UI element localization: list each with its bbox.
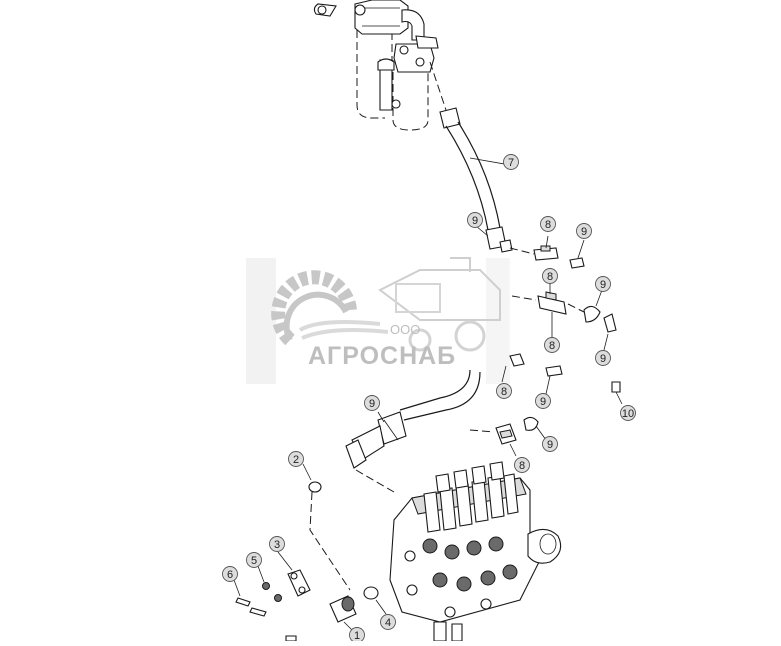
callout-6: 6 bbox=[222, 566, 238, 582]
callout-balloon bbox=[380, 614, 396, 630]
callout-label: 8 bbox=[519, 460, 525, 472]
callout-8: 8 bbox=[540, 216, 556, 232]
callout-balloon bbox=[620, 405, 636, 421]
callout-layer: 7 9 8 9 8 9 8 9 8 9 10 9 2 8 9 3 5 6 4 1 bbox=[222, 154, 636, 643]
callout-8: 8 bbox=[544, 337, 560, 353]
callout-balloon bbox=[540, 216, 556, 232]
callout-9: 9 bbox=[595, 350, 611, 366]
clamp-group-middle bbox=[511, 282, 617, 351]
callout-label: 8 bbox=[545, 219, 551, 231]
callout-9: 9 bbox=[595, 276, 611, 292]
callout-10: 10 bbox=[620, 405, 636, 421]
callout-balloon bbox=[269, 536, 285, 552]
callout-label: 5 bbox=[251, 555, 257, 567]
callout-balloon bbox=[595, 350, 611, 366]
callout-9: 9 bbox=[535, 393, 551, 409]
callout-balloon bbox=[535, 393, 551, 409]
callout-8: 8 bbox=[496, 383, 512, 399]
callout-label: 9 bbox=[581, 226, 587, 238]
callout-balloon bbox=[514, 457, 530, 473]
callout-balloon bbox=[246, 552, 262, 568]
callout-balloon bbox=[576, 223, 592, 239]
callout-label: 9 bbox=[472, 215, 478, 227]
hose-lower bbox=[345, 369, 481, 469]
watermark-line1: ООО bbox=[390, 322, 420, 337]
callout-label: 9 bbox=[369, 398, 375, 410]
callout-label: 8 bbox=[549, 340, 555, 352]
callout-5: 5 bbox=[246, 552, 262, 568]
callout-balloon bbox=[542, 268, 558, 284]
callout-label: 8 bbox=[501, 386, 507, 398]
callout-label: 9 bbox=[600, 353, 606, 365]
callout-9: 9 bbox=[542, 436, 558, 452]
valve-ports bbox=[404, 536, 518, 618]
callout-label: 6 bbox=[227, 569, 233, 581]
callout-label: 10 bbox=[622, 408, 634, 420]
callout-balloon bbox=[467, 212, 483, 228]
callout-4: 4 bbox=[380, 614, 396, 630]
callout-1: 1 bbox=[349, 627, 365, 643]
callout-balloon bbox=[496, 383, 512, 399]
callout-balloon bbox=[595, 276, 611, 292]
callout-8: 8 bbox=[542, 268, 558, 284]
callout-balloon bbox=[544, 337, 560, 353]
fittings bbox=[233, 463, 395, 642]
control-valve-block bbox=[389, 461, 562, 642]
watermark-line2: АГРОСНАБ bbox=[308, 342, 456, 370]
callout-balloon bbox=[503, 154, 519, 170]
callout-3: 3 bbox=[269, 536, 285, 552]
callout-balloon bbox=[542, 436, 558, 452]
callout-label: 1 bbox=[354, 630, 360, 641]
callout-9: 9 bbox=[364, 395, 380, 411]
callout-label: 8 bbox=[547, 271, 553, 283]
callout-balloon bbox=[222, 566, 238, 582]
callout-2: 2 bbox=[288, 451, 304, 467]
callout-9: 9 bbox=[467, 212, 483, 228]
callout-7: 7 bbox=[503, 154, 519, 170]
callout-label: 2 bbox=[293, 454, 299, 466]
hose-7 bbox=[429, 61, 511, 250]
watermark: ООО АГРОСНАБ bbox=[246, 257, 510, 384]
callout-label: 9 bbox=[540, 396, 546, 408]
filter-assembly bbox=[313, 0, 439, 131]
callout-balloon bbox=[288, 451, 304, 467]
clamp-group-lower bbox=[469, 353, 623, 457]
callout-label: 3 bbox=[274, 539, 280, 551]
callout-label: 9 bbox=[547, 439, 553, 451]
callout-label: 9 bbox=[600, 279, 606, 291]
callout-label: 4 bbox=[385, 617, 391, 629]
clamp-group-upper bbox=[475, 225, 585, 269]
callout-label: 7 bbox=[508, 157, 514, 169]
callout-9: 9 bbox=[576, 223, 592, 239]
callout-balloon bbox=[364, 395, 380, 411]
gear-logo-icon bbox=[271, 270, 389, 346]
callout-8: 8 bbox=[514, 457, 530, 473]
harvester-logo-icon bbox=[378, 257, 501, 352]
valve-spools bbox=[423, 461, 519, 533]
